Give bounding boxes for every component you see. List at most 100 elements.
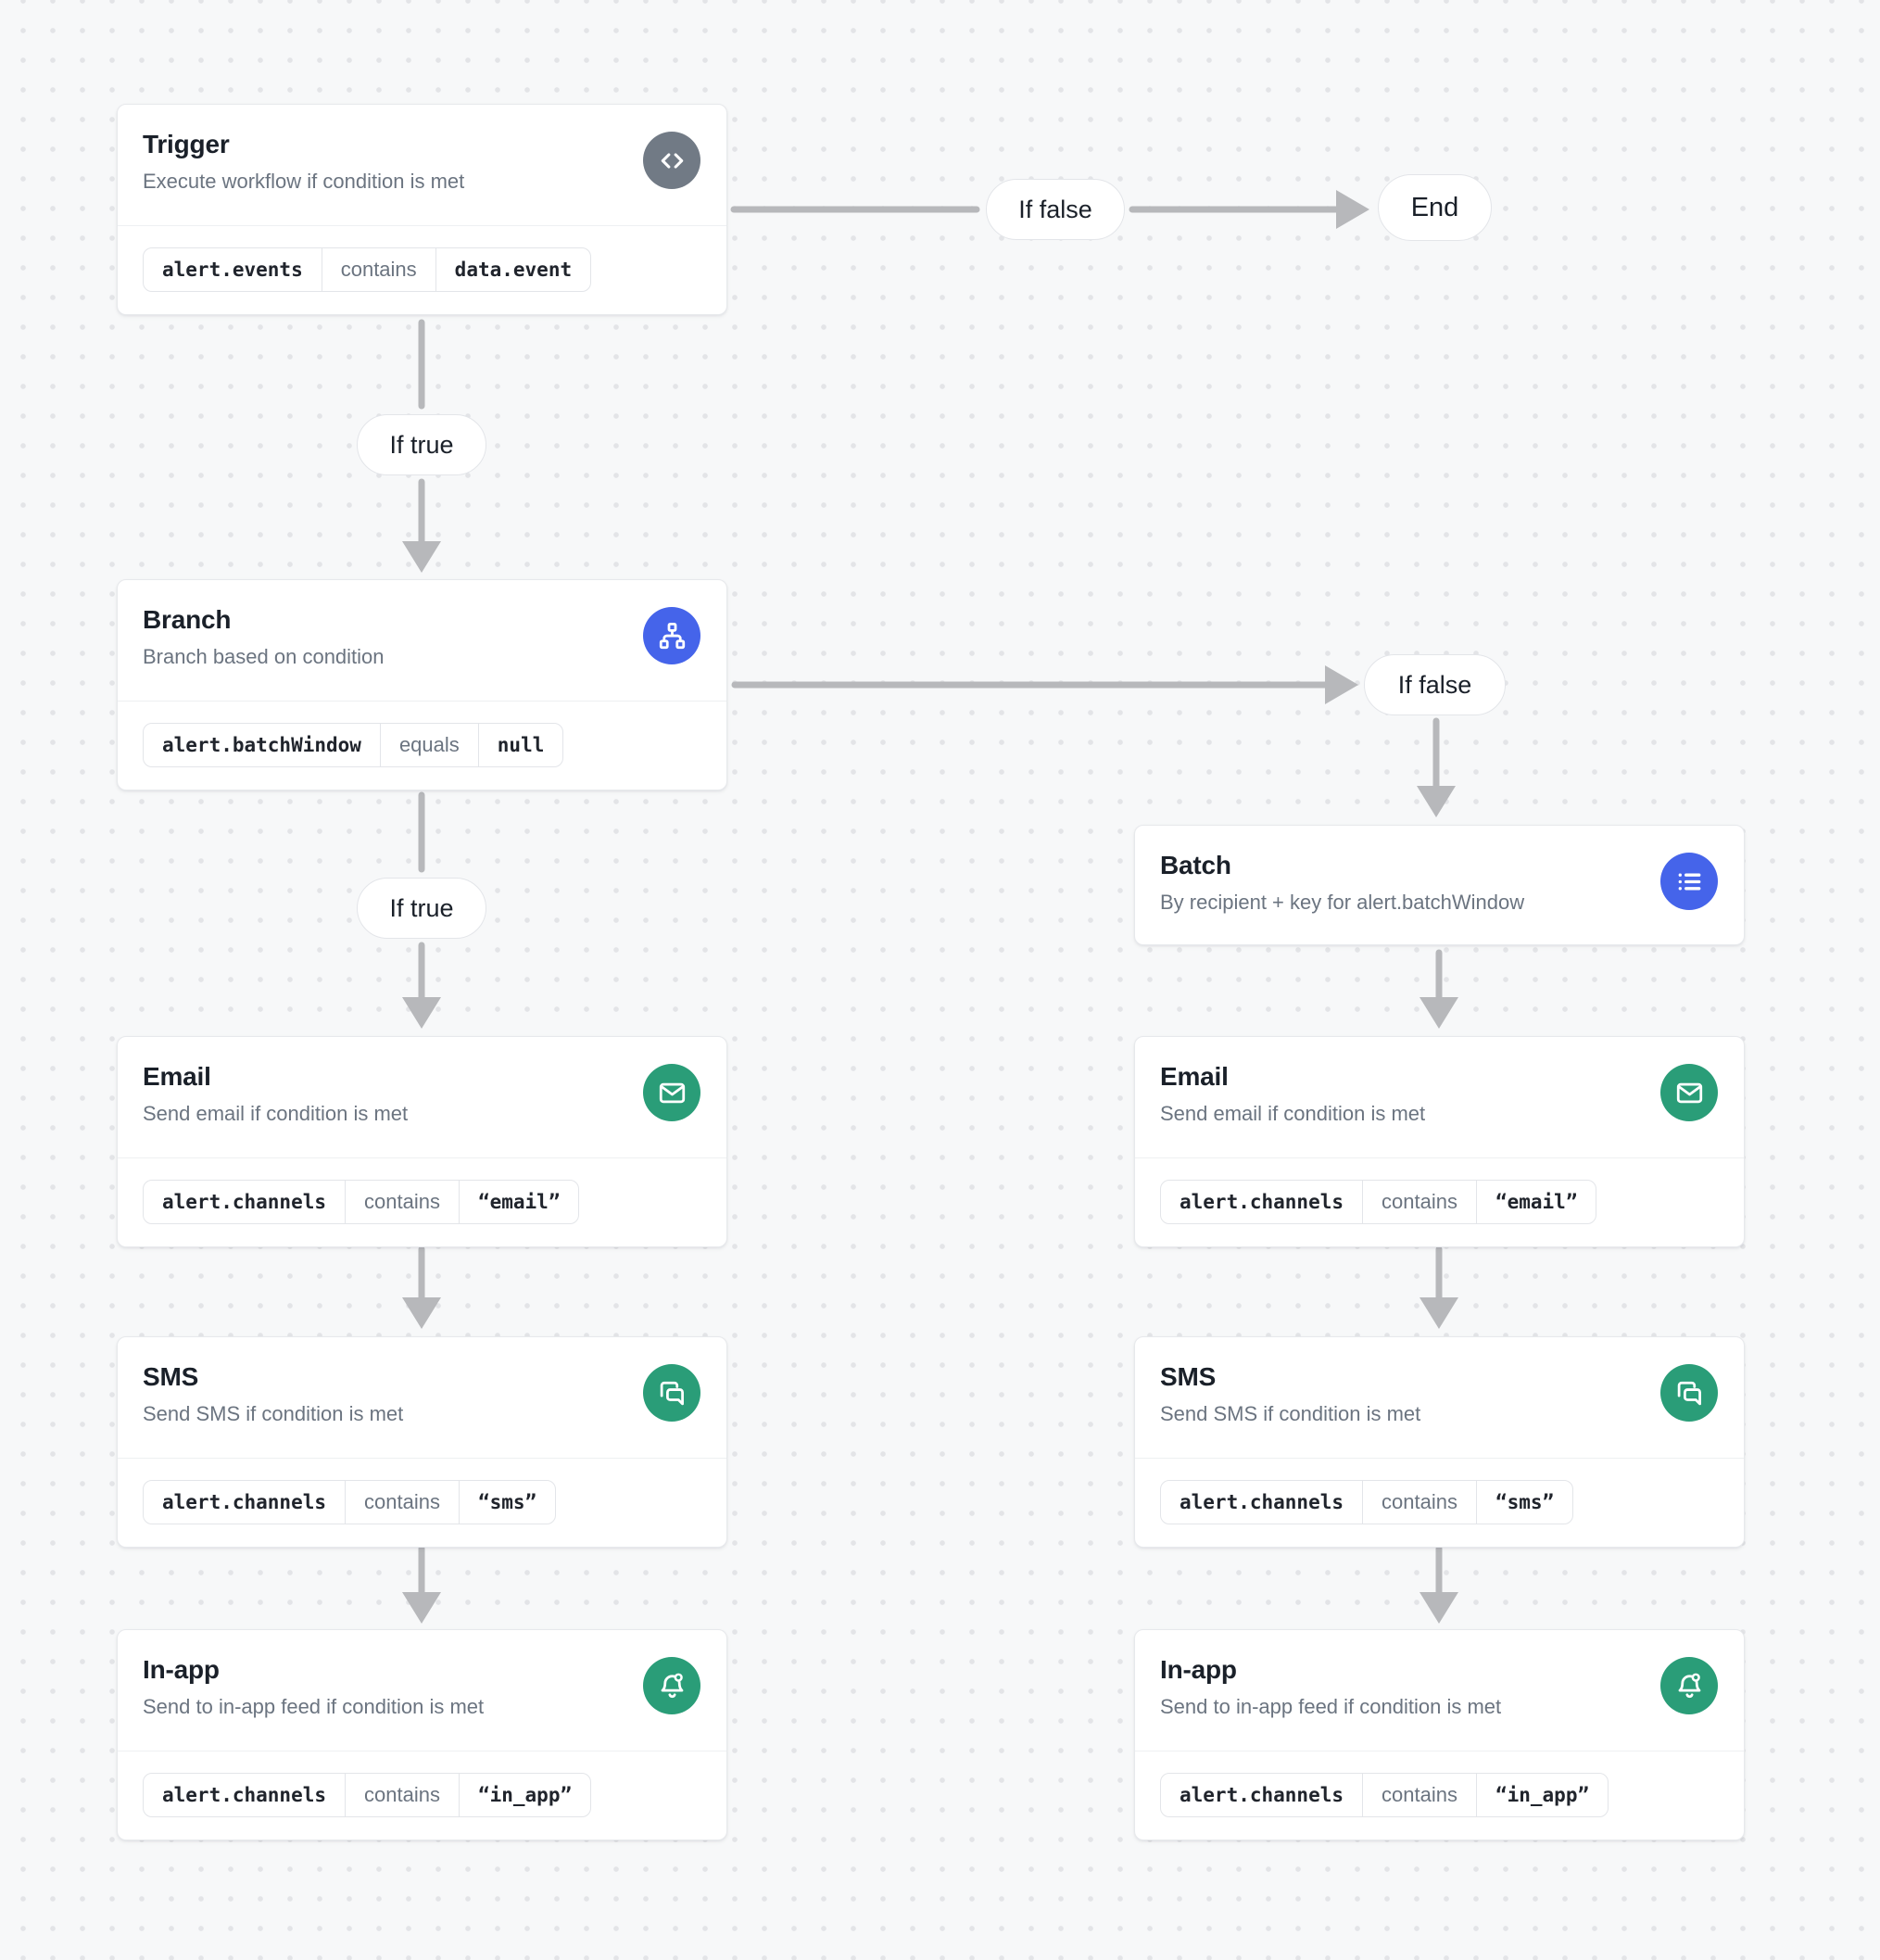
condition-chip[interactable]: alert.channels contains “email” xyxy=(143,1180,580,1224)
list-icon xyxy=(1660,853,1718,910)
condition-row: alert.channels contains “email” xyxy=(1135,1157,1744,1246)
node-header: In-app Send to in-app feed if condition … xyxy=(1135,1630,1744,1751)
node-title: SMS xyxy=(1160,1362,1217,1391)
node-header: SMS Send SMS if condition is met xyxy=(118,1337,726,1458)
condition-operator: contains xyxy=(1362,1181,1476,1223)
node-subtitle: Send SMS if condition is met xyxy=(143,1402,404,1425)
node-subtitle: Send SMS if condition is met xyxy=(1160,1402,1421,1425)
edge-label-if-true-2: If true xyxy=(357,878,486,939)
arrowhead-sms-right xyxy=(1419,1297,1458,1329)
condition-value: “sms” xyxy=(458,1481,555,1524)
node-sms-left[interactable]: SMS Send SMS if condition is met alert.c… xyxy=(117,1336,727,1548)
node-batch[interactable]: Batch By recipient + key for alert.batch… xyxy=(1134,825,1745,945)
arrowhead-inapp-left xyxy=(402,1592,441,1624)
condition-value: “email” xyxy=(458,1181,579,1223)
condition-row: alert.events contains data.event xyxy=(118,225,726,314)
arrowhead-inapp-right xyxy=(1419,1592,1458,1624)
email-icon xyxy=(1660,1064,1718,1121)
node-header: SMS Send SMS if condition is met xyxy=(1135,1337,1744,1458)
node-sms-right[interactable]: SMS Send SMS if condition is met alert.c… xyxy=(1134,1336,1745,1548)
condition-row: alert.batchWindow equals null xyxy=(118,701,726,790)
node-title: Branch xyxy=(143,605,232,634)
condition-chip[interactable]: alert.batchWindow equals null xyxy=(143,723,564,767)
condition-row: alert.channels contains “sms” xyxy=(118,1458,726,1547)
condition-value: null xyxy=(477,724,563,766)
end-label: End xyxy=(1410,192,1459,222)
condition-field: alert.channels xyxy=(1180,1491,1344,1513)
condition-value: “in_app” xyxy=(1475,1774,1608,1816)
node-subtitle: Send to in-app feed if condition is met xyxy=(1160,1695,1502,1718)
condition-row: alert.channels contains “in_app” xyxy=(1135,1751,1744,1840)
node-end[interactable]: End xyxy=(1378,174,1492,241)
condition-chip[interactable]: alert.channels contains “in_app” xyxy=(143,1773,592,1817)
condition-field: alert.channels xyxy=(162,1191,327,1213)
node-subtitle: Execute workflow if condition is met xyxy=(143,170,465,193)
node-subtitle: Branch based on condition xyxy=(143,645,385,668)
node-header: Email Send email if condition is met xyxy=(1135,1037,1744,1157)
bell-icon xyxy=(643,1657,700,1714)
node-email-left[interactable]: Email Send email if condition is met ale… xyxy=(117,1036,727,1247)
condition-field: alert.channels xyxy=(1180,1191,1344,1213)
condition-row: alert.channels contains “sms” xyxy=(1135,1458,1744,1547)
condition-operator: contains xyxy=(321,248,435,291)
edge-label-text: If false xyxy=(1018,195,1092,223)
node-email-right[interactable]: Email Send email if condition is met ale… xyxy=(1134,1036,1745,1247)
arrowhead-end xyxy=(1336,190,1369,229)
condition-row: alert.channels contains “email” xyxy=(118,1157,726,1246)
condition-row: alert.channels contains “in_app” xyxy=(118,1751,726,1840)
code-icon xyxy=(643,132,700,189)
arrowhead-email-left xyxy=(402,997,441,1029)
condition-operator: contains xyxy=(345,1481,459,1524)
edge-label-text: If true xyxy=(389,893,454,922)
arrowhead-branch xyxy=(402,541,441,573)
condition-value: “in_app” xyxy=(458,1774,590,1816)
node-header: In-app Send to in-app feed if condition … xyxy=(118,1630,726,1751)
condition-field: alert.channels xyxy=(162,1784,327,1806)
node-title: Email xyxy=(143,1062,211,1091)
node-subtitle: Send to in-app feed if condition is met xyxy=(143,1695,485,1718)
condition-field: alert.batchWindow xyxy=(162,734,361,756)
node-title: Trigger xyxy=(143,130,230,158)
node-header: Email Send email if condition is met xyxy=(118,1037,726,1157)
arrowhead-email-right xyxy=(1419,997,1458,1029)
node-branch[interactable]: Branch Branch based on condition alert.b… xyxy=(117,579,727,790)
email-icon xyxy=(643,1064,700,1121)
condition-field: alert.events xyxy=(162,259,303,281)
node-title: Batch xyxy=(1160,851,1231,879)
condition-operator: contains xyxy=(1362,1481,1476,1524)
node-header: Trigger Execute workflow if condition is… xyxy=(118,105,726,225)
node-trigger[interactable]: Trigger Execute workflow if condition is… xyxy=(117,104,727,315)
branch-icon xyxy=(643,607,700,664)
condition-operator: contains xyxy=(345,1774,459,1816)
node-inapp-left[interactable]: In-app Send to in-app feed if condition … xyxy=(117,1629,727,1840)
node-title: Email xyxy=(1160,1062,1229,1091)
edge-label-if-true-1: If true xyxy=(357,414,486,475)
condition-chip[interactable]: alert.channels contains “email” xyxy=(1160,1180,1597,1224)
node-title: In-app xyxy=(143,1655,220,1684)
node-subtitle: Send email if condition is met xyxy=(143,1102,409,1125)
arrowhead-batch xyxy=(1417,786,1456,817)
node-title: In-app xyxy=(1160,1655,1237,1684)
condition-chip[interactable]: alert.events contains data.event xyxy=(143,247,592,292)
arrowhead-iffalse2 xyxy=(1325,665,1358,704)
node-inapp-right[interactable]: In-app Send to in-app feed if condition … xyxy=(1134,1629,1745,1840)
edge-label-if-false-top: If false xyxy=(986,179,1125,240)
arrowhead-sms-left xyxy=(402,1297,441,1329)
node-header: Branch Branch based on condition xyxy=(118,580,726,701)
condition-chip[interactable]: alert.channels contains “sms” xyxy=(1160,1480,1574,1524)
bell-icon xyxy=(1660,1657,1718,1714)
condition-chip[interactable]: alert.channels contains “sms” xyxy=(143,1480,557,1524)
node-header: Batch By recipient + key for alert.batch… xyxy=(1135,826,1744,946)
node-subtitle: Send email if condition is met xyxy=(1160,1102,1426,1125)
condition-operator: contains xyxy=(1362,1774,1476,1816)
edge-label-text: If false xyxy=(1397,670,1472,699)
node-title: SMS xyxy=(143,1362,199,1391)
condition-field: alert.channels xyxy=(1180,1784,1344,1806)
condition-operator: equals xyxy=(379,724,478,766)
condition-field: alert.channels xyxy=(162,1491,327,1513)
sms-icon xyxy=(643,1364,700,1422)
node-subtitle: By recipient + key for alert.batchWindow xyxy=(1160,891,1525,914)
condition-chip[interactable]: alert.channels contains “in_app” xyxy=(1160,1773,1609,1817)
condition-operator: contains xyxy=(345,1181,459,1223)
